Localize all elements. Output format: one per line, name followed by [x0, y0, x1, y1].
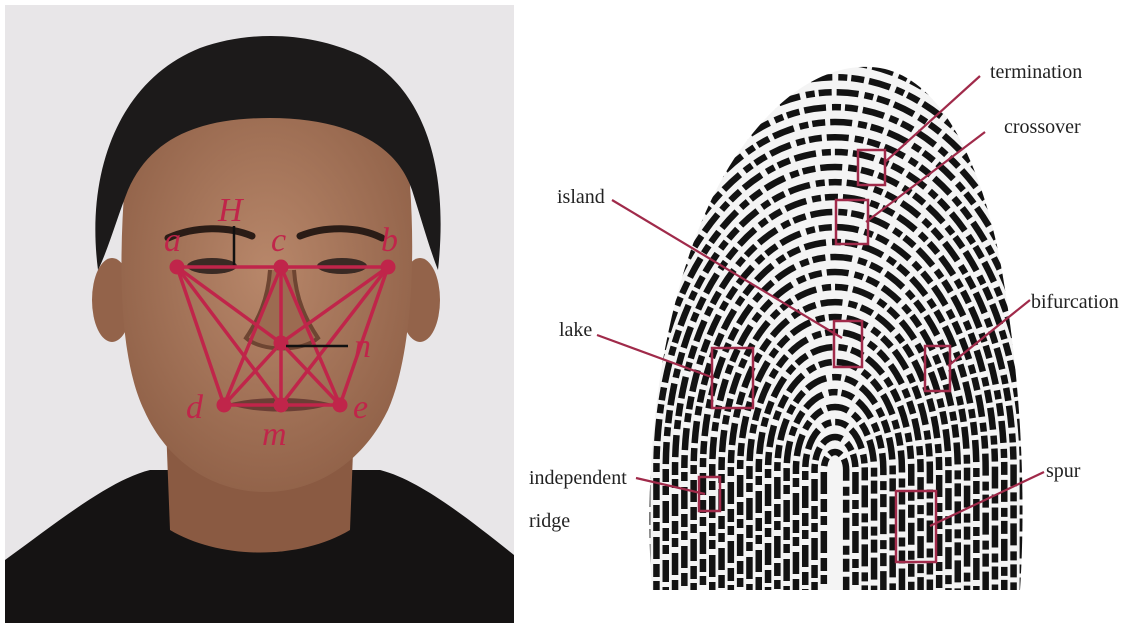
- label-a: a: [164, 222, 181, 259]
- label-d: d: [186, 389, 204, 426]
- label-termination: termination: [990, 61, 1082, 83]
- node-m: [274, 398, 289, 413]
- label-ridge: ridge: [529, 510, 570, 532]
- face-panel: a c b H n d m e: [5, 5, 514, 623]
- label-e: e: [353, 389, 368, 426]
- label-independent: independent: [529, 467, 627, 489]
- label-crossover: crossover: [1004, 116, 1081, 138]
- label-m: m: [262, 416, 287, 453]
- fingerprint-panel: termination crossover island bifurcation…: [529, 47, 1119, 623]
- label-bifurcation: bifurcation: [1031, 291, 1119, 313]
- label-spur: spur: [1046, 460, 1081, 482]
- node-e: [333, 398, 348, 413]
- label-island: island: [557, 186, 605, 208]
- label-h: H: [217, 192, 245, 229]
- node-b: [381, 260, 396, 275]
- label-lake: lake: [559, 319, 592, 341]
- label-n: n: [354, 328, 371, 365]
- label-c: c: [271, 222, 286, 259]
- node-a: [170, 260, 185, 275]
- node-c: [274, 260, 289, 275]
- node-d: [217, 398, 232, 413]
- label-b: b: [381, 222, 398, 259]
- node-n: [274, 336, 289, 351]
